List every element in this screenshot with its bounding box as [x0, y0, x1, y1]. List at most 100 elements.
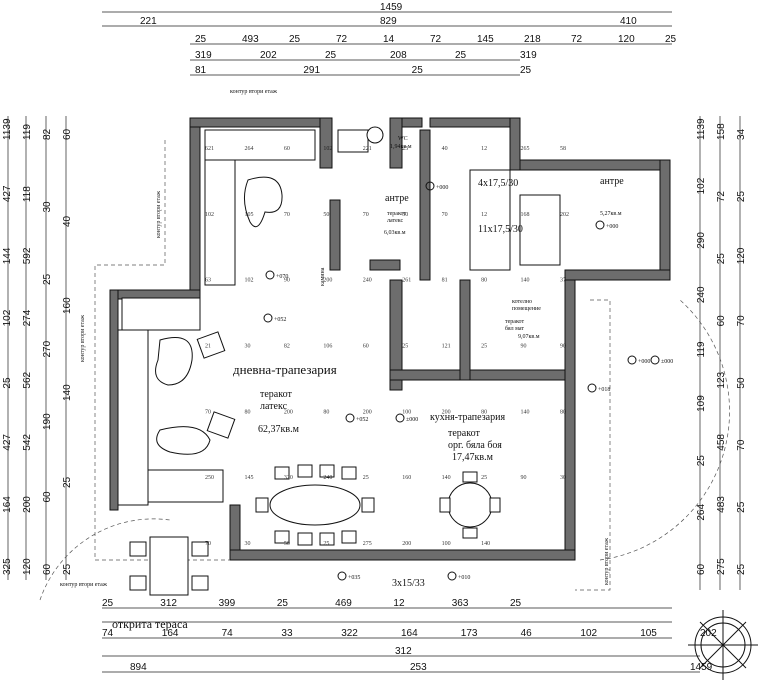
dimension-label: 119	[696, 341, 707, 357]
dimension-label: 14	[383, 34, 395, 45]
dimension-label: 25	[325, 50, 337, 61]
dimension-label: 325	[2, 558, 13, 575]
dimension-label: 58	[560, 146, 566, 152]
dimension-label: 621	[205, 146, 214, 152]
room-label-antre-2: антре	[600, 176, 624, 187]
dimension-label: 25	[736, 191, 747, 203]
dimension-label: 25	[665, 34, 677, 45]
dims-left: 1139427144102254271643251191185922745625…	[2, 118, 73, 575]
dimension-label: 25	[520, 65, 532, 76]
dimension-label: 25	[736, 501, 747, 513]
stair-label: 11x17,5/30	[478, 224, 523, 235]
dimension-label: 63	[205, 278, 211, 284]
dimension-label: 200	[402, 541, 411, 547]
dimension-label: 90	[521, 475, 527, 481]
dimension-lines	[7, 11, 741, 673]
dimension-label: 319	[195, 50, 212, 61]
dimension-label: 102	[696, 177, 707, 194]
dimension-label: 145	[477, 34, 494, 45]
dimension-label: 80	[481, 278, 487, 284]
dimension-label: 34	[736, 128, 747, 140]
dimension-label: 70	[736, 439, 747, 451]
dimension-label: 70	[442, 212, 448, 218]
level-mark-label: +052	[356, 417, 368, 423]
room-label-terrace: открита тераса	[112, 617, 188, 631]
dimension-label: 427	[2, 434, 13, 451]
level-mark-icon	[650, 355, 660, 365]
level-mark-label: +035	[348, 575, 360, 581]
level-mark-icon	[395, 413, 405, 423]
dimension-label: 90	[284, 278, 290, 284]
dimension-label: 363	[452, 598, 469, 609]
level-mark-icon	[447, 571, 457, 581]
dimension-label: 50	[323, 212, 329, 218]
dimension-label: 25	[363, 475, 369, 481]
level-mark-label: +070	[276, 274, 288, 280]
dimension-label: 121	[442, 344, 451, 350]
dimension-label: 30	[42, 201, 53, 213]
dimension-label: 202	[560, 212, 569, 218]
dimension-label: 140	[442, 475, 451, 481]
dimension-label: 202	[700, 628, 717, 639]
dimension-label: 106	[323, 344, 332, 350]
dimension-label: 140	[521, 278, 530, 284]
dimension-label: 164	[2, 496, 13, 513]
dimension-label: 30	[244, 541, 250, 547]
room-label-kitchen: кухня-трапезария	[430, 412, 505, 423]
room-area-kitchen: 17,47кв.м	[452, 452, 494, 463]
walls	[109, 117, 671, 561]
level-marks: +000+070+052+052±000+000±000+000+018+035…	[263, 181, 673, 581]
dimension-label: 270	[42, 340, 53, 357]
dimension-label: 562	[22, 371, 33, 388]
room-label-living: дневна-трапезария	[233, 362, 337, 377]
dimension-label: 253	[410, 662, 427, 673]
dimension-label: 1139	[2, 118, 13, 140]
dimension-label: 427	[2, 185, 13, 202]
room-area-antre-2: 5,27кв.м	[600, 211, 622, 217]
dimension-label: 200	[22, 496, 33, 513]
stair-label: 4x17,5/30	[478, 178, 518, 189]
level-mark-label: ±000	[661, 359, 673, 365]
dimension-label: 60	[62, 128, 73, 140]
level-mark-label: +010	[458, 575, 470, 581]
dimension-label: 72	[430, 34, 442, 45]
level-mark-icon	[425, 181, 435, 191]
dimension-label: 145	[244, 475, 253, 481]
dimension-label: 60	[284, 146, 290, 152]
dimension-label: 25	[62, 563, 73, 575]
dimension-label: 12	[481, 212, 487, 218]
dimension-label: 291	[303, 65, 320, 76]
dimension-label: 80	[244, 409, 250, 415]
dimension-label: 312	[395, 646, 412, 657]
dimension-label: 50	[284, 541, 290, 547]
dimension-label: 140	[521, 409, 530, 415]
dimension-label: 74	[102, 628, 114, 639]
dimension-label: 120	[736, 247, 747, 264]
dimension-label: 82	[284, 344, 290, 350]
dimension-label: 25	[277, 598, 289, 609]
note-upper-floor-left-1: контур втори етаж	[156, 190, 162, 238]
room-area-living: 62,37кв.м	[258, 424, 300, 435]
level-mark-icon	[595, 220, 605, 230]
dimension-label: 46	[521, 628, 533, 639]
dimension-label: 265	[521, 146, 530, 152]
dimension-label: 50	[402, 212, 408, 218]
dimension-label: 25	[736, 563, 747, 575]
dimension-label: 240	[323, 475, 332, 481]
dimension-label: 72	[571, 34, 583, 45]
note-upper-floor-bottom: контур втори етаж	[60, 582, 108, 588]
dimension-label: 70	[205, 541, 211, 547]
dimension-label: 140	[62, 384, 73, 401]
dimension-label: 25	[455, 50, 467, 61]
dimension-label: 100	[442, 541, 451, 547]
dimension-label: 80	[560, 409, 566, 415]
dimension-label: 25	[402, 146, 408, 152]
dimension-label: 25	[402, 344, 408, 350]
dimension-label: 275	[363, 541, 372, 547]
dimension-label: 240	[696, 286, 707, 303]
dimension-label: 25	[481, 475, 487, 481]
level-mark-icon	[263, 313, 273, 323]
room-label-antre-1: антре	[385, 193, 409, 204]
